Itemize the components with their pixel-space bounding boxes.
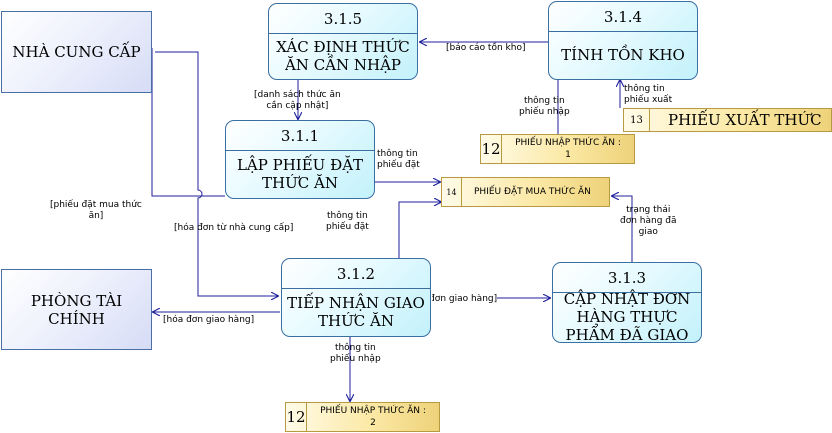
process-id: 3.1.4: [549, 2, 697, 32]
store-name: PHIẾU XUẤT THỨC: [668, 111, 822, 129]
store-name: PHIẾU NHẬP THỨC ĂN : 1: [515, 138, 621, 160]
entity-label: PHÒNG TÀI CHÍNH: [30, 291, 123, 328]
label-thong-tin-phieu-dat-2: thông tin phiếu đặt: [326, 211, 369, 232]
label-bao-cao-ton-kho: [báo cáo tồn kho]: [446, 43, 526, 53]
label-thong-tin-phieu-nhap-bottom: thông tin phiếu nhập: [330, 343, 381, 364]
label-thong-tin-phieu-dat-1: thông tin phiếu đặt: [377, 149, 420, 170]
flow-trang-thai-don-hang: [612, 196, 633, 262]
process-id: 3.1.5: [269, 4, 417, 34]
store-id: 12: [481, 135, 502, 163]
flow-thong-tin-phieu-dat-2: [398, 202, 441, 258]
label-phieu-dat-mua: [phiếu đặt mua thức ăn]: [50, 200, 142, 221]
process-3-1-3[interactable]: 3.1.3 CẬP NHẬT ĐƠN HÀNG THỰC PHẨM ĐÃ GIA…: [552, 262, 702, 344]
process-3-1-4[interactable]: 3.1.4 TÍNH TỒN KHO: [548, 1, 698, 80]
flow-phieu-dat-mua: [151, 48, 225, 197]
label-hoa-don-ncc: [hóa đơn từ nhà cung cấp]: [174, 223, 294, 233]
process-name: TÍNH TỒN KHO: [561, 45, 685, 64]
label-trang-thai-don-hang: trạng thái đơn hàng đã giao: [620, 205, 677, 237]
store-14-phieu-dat-mua[interactable]: 14 PHIẾU ĐẶT MUA THỨC ĂN: [441, 177, 610, 207]
process-3-1-2[interactable]: 3.1.2 TIẾP NHẬN GIAO THỨC ĂN: [281, 258, 431, 337]
process-id: 3.1.3: [553, 263, 701, 293]
entity-phong-tai-chinh[interactable]: PHÒNG TÀI CHÍNH: [1, 269, 152, 350]
label-danh-sach-thuc-an: [danh sách thức ăn cần cập nhật]: [254, 90, 341, 111]
process-3-1-1[interactable]: 3.1.1 LẬP PHIẾU ĐẶT THỨC ĂN: [225, 120, 375, 199]
store-12-phieu-nhap-1[interactable]: 12 PHIẾU NHẬP THỨC ĂN : 1: [480, 134, 635, 164]
label-hoa-don-giao-hang-left: [hóa đơn giao hàng]: [163, 315, 255, 325]
process-name: LẬP PHIẾU ĐẶT THỨC ĂN: [236, 155, 364, 192]
store-id: 12: [286, 403, 307, 431]
store-12-phieu-nhap-2[interactable]: 12 PHIẾU NHẬP THỨC ĂN : 2: [285, 402, 440, 432]
store-id: 13: [624, 109, 650, 131]
store-13-phieu-xuat[interactable]: 13 PHIẾU XUẤT THỨC: [623, 108, 832, 132]
process-3-1-5[interactable]: 3.1.5 XÁC ĐỊNH THỨC ĂN CẦN NHẬP: [268, 3, 418, 80]
process-name: XÁC ĐỊNH THỨC ĂN CẦN NHẬP: [276, 37, 410, 74]
store-id: 14: [442, 178, 462, 206]
label-thong-tin-phieu-xuat: thông tin phiếu xuất: [624, 84, 673, 105]
process-id: 3.1.2: [282, 259, 430, 289]
entity-label: NHÀ CUNG CẤP: [12, 43, 141, 61]
label-thong-tin-phieu-nhap-top: thông tin phiếu nhập: [519, 96, 570, 117]
store-name: PHIẾU ĐẶT MUA THỨC ĂN: [474, 187, 591, 197]
entity-nha-cung-cap[interactable]: NHÀ CUNG CẤP: [1, 11, 152, 93]
process-name: TIẾP NHẬN GIAO THỨC ĂN: [287, 293, 425, 330]
process-id: 3.1.1: [226, 121, 374, 151]
process-name: CẬP NHẬT ĐƠN HÀNG THỰC PHẨM ĐÃ GIAO: [563, 289, 691, 344]
label-hoa-don-giao-hang-right: [hóa đơn giao hàng]: [406, 294, 498, 305]
store-name: PHIẾU NHẬP THỨC ĂN : 2: [320, 406, 426, 428]
